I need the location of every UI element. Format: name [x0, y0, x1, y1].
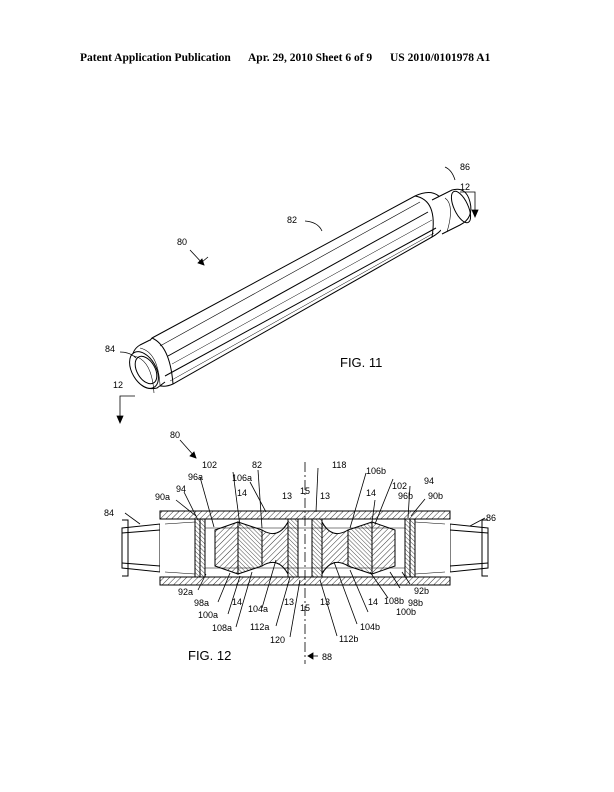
page-header: Patent Application Publication Apr. 29, … [0, 52, 614, 72]
label-98a: 98a [194, 598, 209, 608]
figure-12-caption: FIG. 12 [188, 648, 231, 663]
fig11-labels: 82 86 12 80 84 12 [105, 162, 470, 390]
label-98b: 98b [408, 598, 423, 608]
label-92b: 92b [414, 586, 429, 596]
label-12-bottom: 12 [113, 380, 123, 390]
label-90b: 90b [428, 491, 443, 501]
label-102-left: 102 [202, 460, 217, 470]
label-100a: 100a [198, 610, 218, 620]
muffler-cross-section [121, 510, 489, 586]
publication-date-sheet: Apr. 29, 2010 Sheet 6 of 9 [248, 52, 373, 64]
label-118: 118 [332, 460, 346, 470]
label-80-fig12: 80 [170, 430, 180, 440]
label-14-bottom-right: 14 [368, 597, 378, 607]
label-112a: 112a [250, 622, 269, 632]
muffler-body-perspective [129, 188, 472, 394]
label-86-fig12: 86 [486, 513, 496, 523]
label-84: 84 [105, 344, 115, 354]
label-96b: 96b [398, 491, 413, 501]
fig12-labels: 80 84 86 88 102 82 118 106b 102 94 96a 1… [104, 430, 496, 662]
label-14-bottom-left: 14 [232, 597, 242, 607]
publication-number: US 2010/0101978 A1 [390, 52, 491, 64]
label-12-top: 12 [460, 182, 470, 192]
label-106a: 106a [232, 473, 252, 483]
label-94-left: 94 [176, 484, 186, 494]
label-13-bottom-left: 13 [284, 597, 294, 607]
label-84-fig12: 84 [104, 508, 114, 518]
label-82-fig12: 82 [252, 460, 262, 470]
label-106b: 106b [366, 466, 386, 476]
label-94-right: 94 [424, 476, 434, 486]
fig11-leader-lines [116, 166, 479, 425]
label-14-top-left: 14 [237, 488, 247, 498]
label-108a: 108a [212, 623, 232, 633]
label-13-bottom-right: 13 [320, 597, 330, 607]
label-13-top-left: 13 [282, 491, 292, 501]
label-104b: 104b [360, 622, 380, 632]
label-86: 86 [460, 162, 470, 172]
label-13-top-right: 13 [320, 491, 330, 501]
label-90a: 90a [155, 492, 170, 502]
label-108b: 108b [384, 596, 404, 606]
label-88: 88 [322, 652, 332, 662]
fig12-leader-lines [124, 439, 486, 660]
publication-title: Patent Application Publication [80, 52, 231, 64]
label-15-bottom: 15 [300, 603, 310, 613]
label-92a: 92a [178, 587, 193, 597]
label-82: 82 [287, 215, 297, 225]
label-80: 80 [177, 237, 187, 247]
label-104a: 104a [248, 604, 268, 614]
label-102-right: 102 [392, 481, 407, 491]
label-96a: 96a [188, 472, 203, 482]
label-14-top-right: 14 [366, 488, 376, 498]
label-15-top: 15 [300, 486, 310, 496]
label-120: 120 [270, 635, 285, 645]
figure-11-caption: FIG. 11 [340, 355, 382, 370]
label-100b: 100b [396, 607, 416, 617]
label-112b: 112b [339, 634, 358, 644]
